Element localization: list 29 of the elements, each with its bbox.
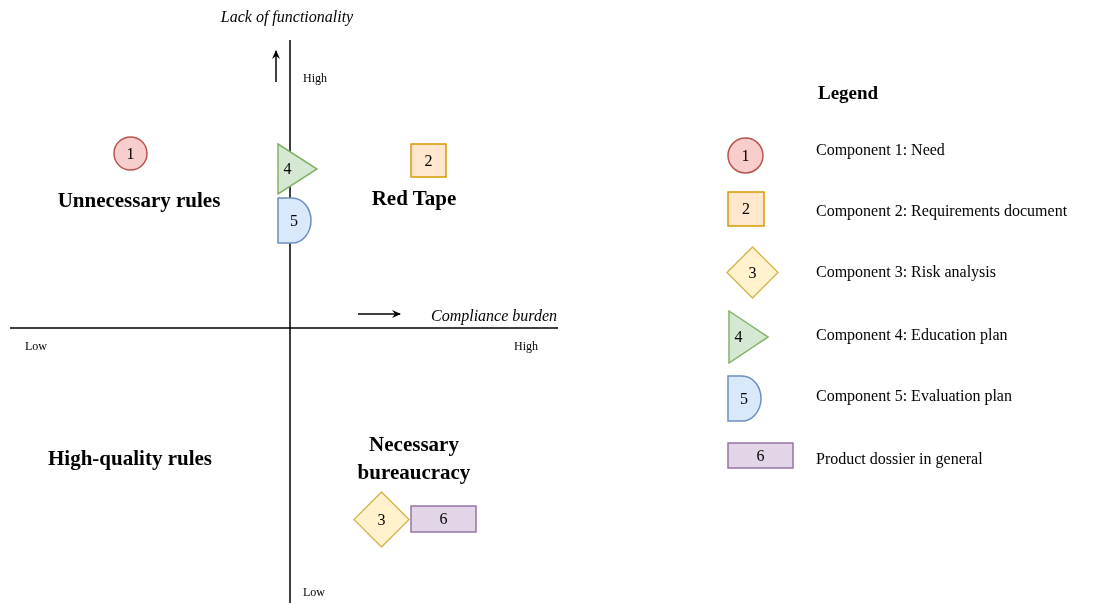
circle-marker: 1: [727, 137, 764, 174]
half-round-marker: 5: [727, 375, 765, 422]
diamond-marker: 3: [353, 491, 410, 548]
legend-text: Component 4: Education plan: [816, 325, 1008, 346]
legend-text: Component 5: Evaluation plan: [816, 386, 1012, 407]
rectangle-marker: 6: [727, 442, 794, 469]
rectangle-marker: 6: [410, 505, 477, 533]
quadrant-title: Necessary bureaucracy: [356, 431, 472, 486]
axis-level-label: High: [514, 338, 538, 355]
legend-text: Product dossier in general: [816, 449, 983, 470]
axis-title: Lack of functionality: [220, 7, 354, 28]
square-marker: 2: [727, 191, 765, 227]
triangle-marker: 4: [277, 143, 318, 195]
axis-level-label: Low: [25, 338, 47, 355]
legend-text: Component 1: Need: [816, 140, 945, 161]
square-marker: 2: [410, 143, 447, 178]
triangle-marker: 4: [728, 310, 769, 364]
quadrant-title: Unnecessary rules: [56, 187, 222, 214]
axis-title: Compliance burden: [431, 306, 558, 327]
legend-text: Component 2: Requirements document: [816, 201, 1068, 222]
axis-level-label: High: [303, 70, 327, 87]
diamond-marker: 3: [726, 246, 779, 299]
quadrant-title: High-quality rules: [47, 445, 213, 472]
circle-marker: 1: [113, 136, 148, 171]
axis-level-label: Low: [303, 584, 325, 601]
legend-title: Legend: [818, 80, 879, 105]
half-round-marker: 5: [277, 197, 315, 244]
quadrant-title: Red Tape: [371, 185, 457, 213]
legend-text: Component 3: Risk analysis: [816, 262, 996, 283]
